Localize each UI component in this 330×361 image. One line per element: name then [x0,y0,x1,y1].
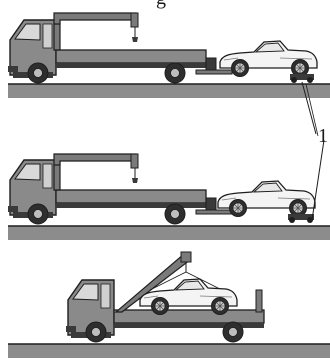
scene-1-wheel-lift [8,13,330,98]
wheel-dolly [290,74,314,83]
ground-strip [8,226,330,240]
scene-3-crane-lift [8,252,330,358]
flatbed [56,50,206,63]
scene-2-wheel-lift [8,154,330,240]
sports-car [218,181,315,217]
ground-strip [8,84,330,98]
top-partial-text: g [156,0,166,8]
crane-post [54,22,60,50]
wheel-dolly [288,214,314,223]
crane-boom [54,13,136,24]
callout-number: 1 [318,126,328,146]
ground-strip [8,344,330,358]
sports-car [220,41,317,77]
tow-truck [8,13,232,83]
tow-truck [8,154,232,224]
wheel-lift-arm [196,70,232,74]
